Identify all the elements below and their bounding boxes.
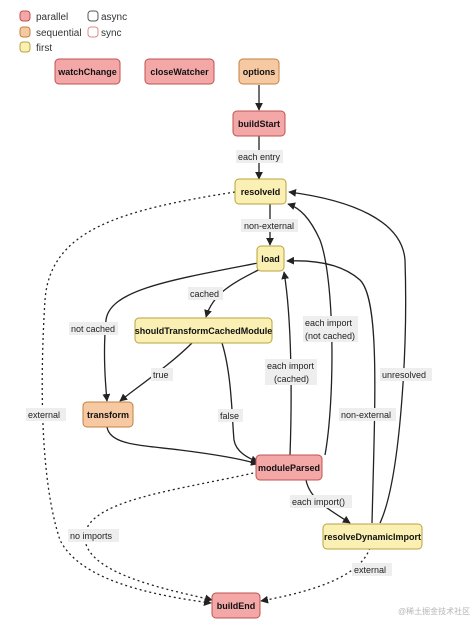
label-false: false <box>220 411 239 421</box>
svg-text:buildStart: buildStart <box>238 119 280 129</box>
svg-text:options: options <box>243 67 276 77</box>
svg-text:closeWatcher: closeWatcher <box>150 67 209 77</box>
label-each-import-cached-2: (cached) <box>274 374 309 384</box>
node-closeWatcher: closeWatcher <box>144 58 215 85</box>
legend-label-sync: sync <box>101 28 122 39</box>
node-resolveDynamicImport: resolveDynamicImport <box>322 523 423 550</box>
label-each-import-cached-1: each import <box>267 361 315 371</box>
label-external-bottom: external <box>354 565 386 575</box>
svg-text:shouldTransformCachedModule: shouldTransformCachedModule <box>135 326 273 336</box>
legend-swatch-sequential <box>19 26 31 38</box>
label-not-cached: not cached <box>71 324 115 334</box>
node-buildEnd: buildEnd <box>211 592 261 619</box>
edge-transform-moduleParsed <box>106 426 259 466</box>
label-no-imports: no imports <box>70 531 113 541</box>
label-unresolved: unresolved <box>382 370 426 380</box>
label-non-external-1: non-external <box>244 221 294 231</box>
legend-swatch-parallel <box>19 10 31 22</box>
svg-text:watchChange: watchChange <box>57 67 117 77</box>
node-watchChange: watchChange <box>54 58 121 85</box>
label-cached: cached <box>190 289 219 299</box>
legend-label-sequential: sequential <box>36 28 82 39</box>
svg-text:load: load <box>261 254 280 264</box>
node-transform: transform <box>82 401 134 428</box>
edge-load-transform <box>102 262 259 402</box>
svg-text:moduleParsed: moduleParsed <box>258 463 320 473</box>
edge-labels: each entry non-external cached not cache… <box>26 150 432 576</box>
edge-resolveDynamicImport-buildEnd <box>260 547 371 604</box>
svg-text:resolveId: resolveId <box>241 187 281 197</box>
label-each-import-not-cached-2: (not cached) <box>305 331 355 341</box>
label-each-entry: each entry <box>238 152 281 162</box>
nodes: watchChange closeWatcher options buildSt… <box>54 58 423 619</box>
edge-resolveId-buildEnd-external <box>41 191 236 606</box>
label-non-external-2: non-external <box>341 410 391 420</box>
edge-resolveDynamicImport-load <box>286 256 376 524</box>
legend-label-async: async <box>101 12 127 23</box>
legend: parallel async sequential sync first <box>19 10 127 54</box>
label-true: true <box>153 370 169 380</box>
node-shouldTransformCachedModule: shouldTransformCachedModule <box>134 317 273 344</box>
node-moduleParsed: moduleParsed <box>255 454 323 481</box>
edge-resolveDynamicImport-resolveId <box>288 189 407 524</box>
node-resolveId: resolveId <box>234 178 287 205</box>
watermark: @稀土掘金技术社区 <box>398 606 470 616</box>
edge-load-shouldTransform <box>204 268 261 318</box>
edge-shouldTransform-moduleParsed <box>221 342 259 464</box>
legend-swatch-async <box>87 10 99 22</box>
edge-moduleParsed-resolveId <box>287 202 333 456</box>
node-options: options <box>238 58 280 85</box>
node-buildStart: buildStart <box>232 110 286 137</box>
legend-swatch-first <box>19 41 31 53</box>
svg-text:resolveDynamicImport: resolveDynamicImport <box>324 532 421 542</box>
legend-label-parallel: parallel <box>36 12 68 23</box>
label-external-left: external <box>28 410 60 420</box>
svg-text:transform: transform <box>87 410 129 420</box>
legend-swatch-sync <box>87 26 99 38</box>
svg-text:buildEnd: buildEnd <box>217 601 256 611</box>
label-each-import-dyn: each import() <box>292 497 345 507</box>
node-load: load <box>256 245 285 272</box>
label-each-import-not-cached-1: each import <box>305 318 353 328</box>
legend-label-first: first <box>36 43 52 54</box>
